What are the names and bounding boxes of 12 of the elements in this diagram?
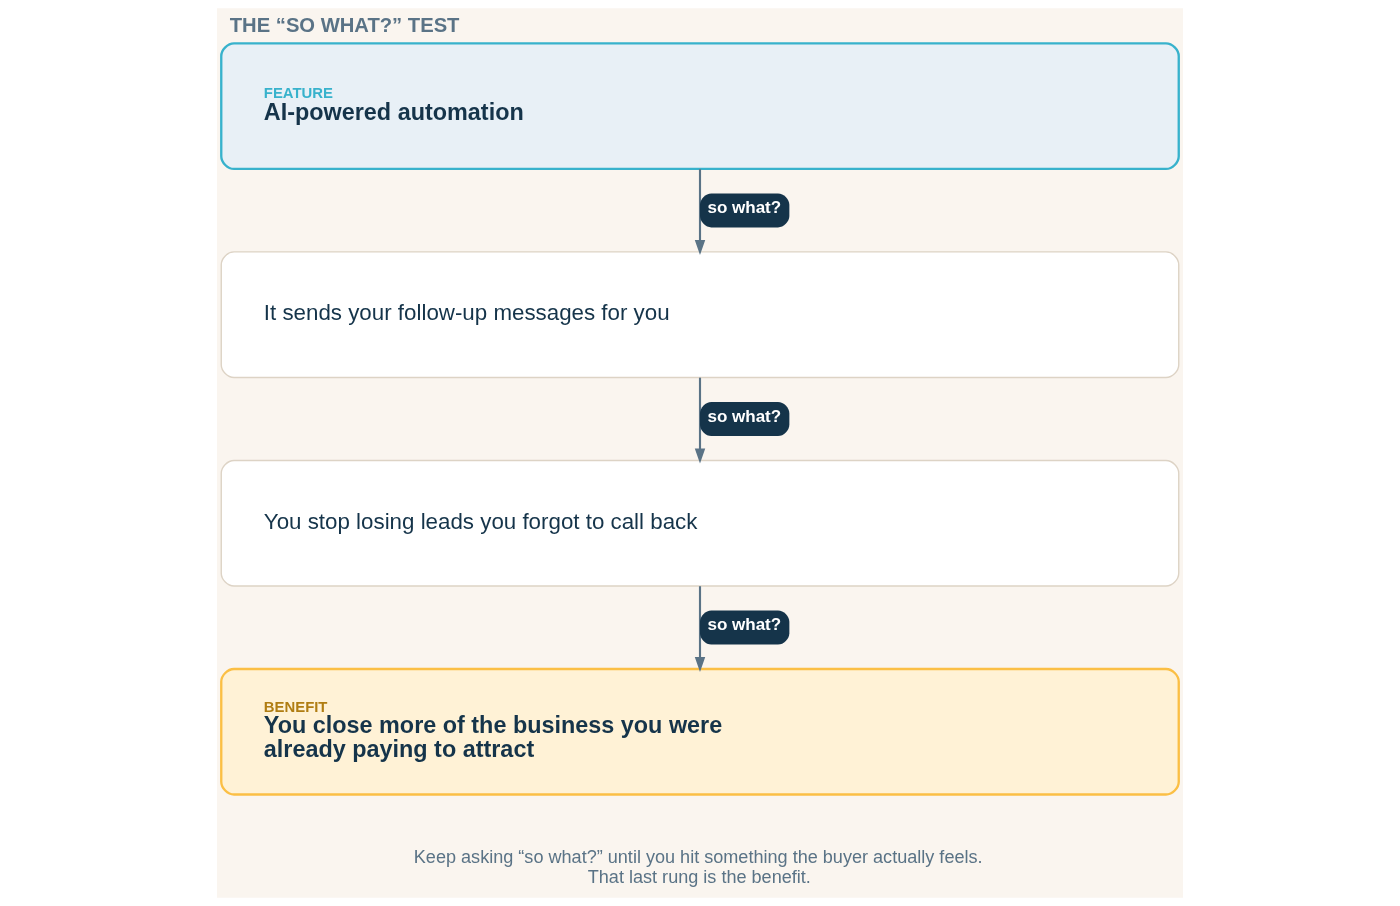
arrow: [694, 169, 706, 255]
node-box: You stop losing leads you forgot to call back: [220, 459, 1180, 587]
arrow: [694, 377, 706, 464]
edge-label: so what?: [707, 615, 782, 635]
node-box: It sends your follow-up messages for you: [220, 251, 1180, 379]
edge-label: so what?: [707, 198, 782, 218]
node-box: BENEFIT You close more of the business you were already paying to attract: [220, 667, 1180, 796]
node-box: FEATURE AI-powered automation: [220, 42, 1180, 171]
diagram-title: THE “SO WHAT?” TEST: [229, 13, 460, 36]
edge-label: so what?: [707, 406, 782, 426]
arrow: [694, 586, 706, 672]
caption: Keep asking “so what?” until you hit something the buyer actually feels. That last rung is the benefit.: [413, 847, 983, 888]
